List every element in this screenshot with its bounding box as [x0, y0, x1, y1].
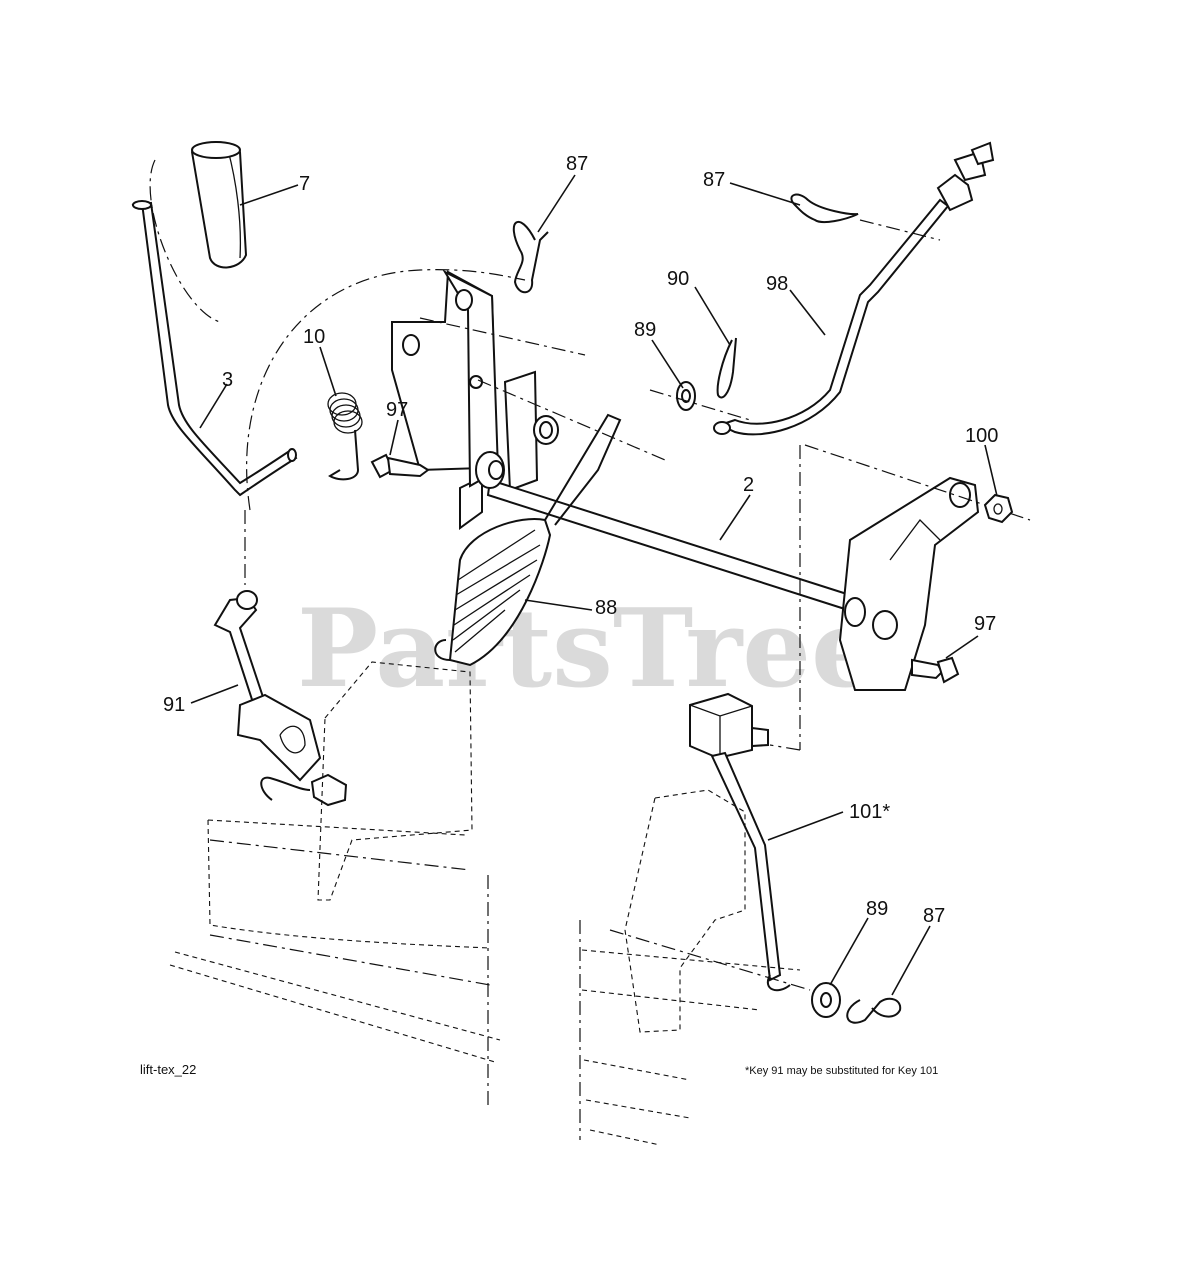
watermark: PartsTree: [297, 586, 880, 712]
callout-87-bottom: 87: [923, 905, 945, 927]
bracket-line-2: [477, 379, 666, 461]
callout-88: 88: [595, 597, 617, 619]
washer-89-top: [676, 381, 696, 411]
callout-87-top: 87: [566, 153, 588, 175]
lift-link-101: [689, 692, 791, 992]
callout-2: 2: [743, 474, 754, 496]
callout-87-right: 87: [703, 169, 725, 191]
callout-98: 98: [766, 273, 788, 295]
torsion-spring-10: [327, 392, 363, 481]
lift-bracket: [391, 269, 559, 530]
callout-97-left: 97: [386, 399, 408, 421]
callout-3: 3: [222, 369, 233, 391]
callout-89-bottom: 89: [866, 898, 888, 920]
handle-grip-7: [190, 141, 248, 269]
handle-path-line: [149, 159, 221, 323]
callout-89-top: 89: [634, 319, 656, 341]
vertical-foot: [769, 744, 801, 751]
callout-10: 10: [303, 326, 325, 348]
washer-89-bottom: [811, 982, 841, 1018]
callout-labels: 7 87 87 90 89 98 10 3 97 100 2 88 97 91 …: [163, 153, 998, 927]
callout-100: 100: [965, 425, 998, 447]
figure-id: lift-tex_22: [140, 1062, 196, 1077]
callout-7: 7: [299, 173, 310, 195]
footnote: *Key 91 may be substituted for Key 101: [745, 1065, 938, 1077]
leader-lines: [190, 174, 998, 996]
deck-link-line: [609, 929, 811, 991]
callout-90: 90: [667, 268, 689, 290]
hairpin-clip-87-right: [790, 193, 859, 224]
cotter-pin-90: [716, 337, 737, 399]
lift-link-91: [213, 590, 348, 807]
bolt-97-left: [370, 453, 430, 479]
lift-link-98: [713, 141, 995, 436]
extension-spring-88: [434, 413, 622, 667]
callout-97-right: 97: [974, 613, 996, 635]
link-line: [859, 219, 941, 241]
bolt-97-right: [911, 656, 960, 684]
deck-plate-right: [581, 789, 801, 1146]
lift-handle-3: [131, 200, 298, 497]
nut-100: [983, 493, 1014, 524]
rockshaft-2: [475, 451, 980, 691]
washer-line: [649, 389, 751, 421]
bracket-line: [419, 317, 586, 356]
hairpin-clip-87-top: [512, 220, 549, 294]
callout-91: 91: [163, 694, 185, 716]
callout-101: 101*: [849, 801, 890, 823]
handle-centerline: [246, 269, 526, 511]
deck-plate-left: [169, 661, 501, 1063]
hairpin-clip-87-bottom: [846, 997, 902, 1024]
